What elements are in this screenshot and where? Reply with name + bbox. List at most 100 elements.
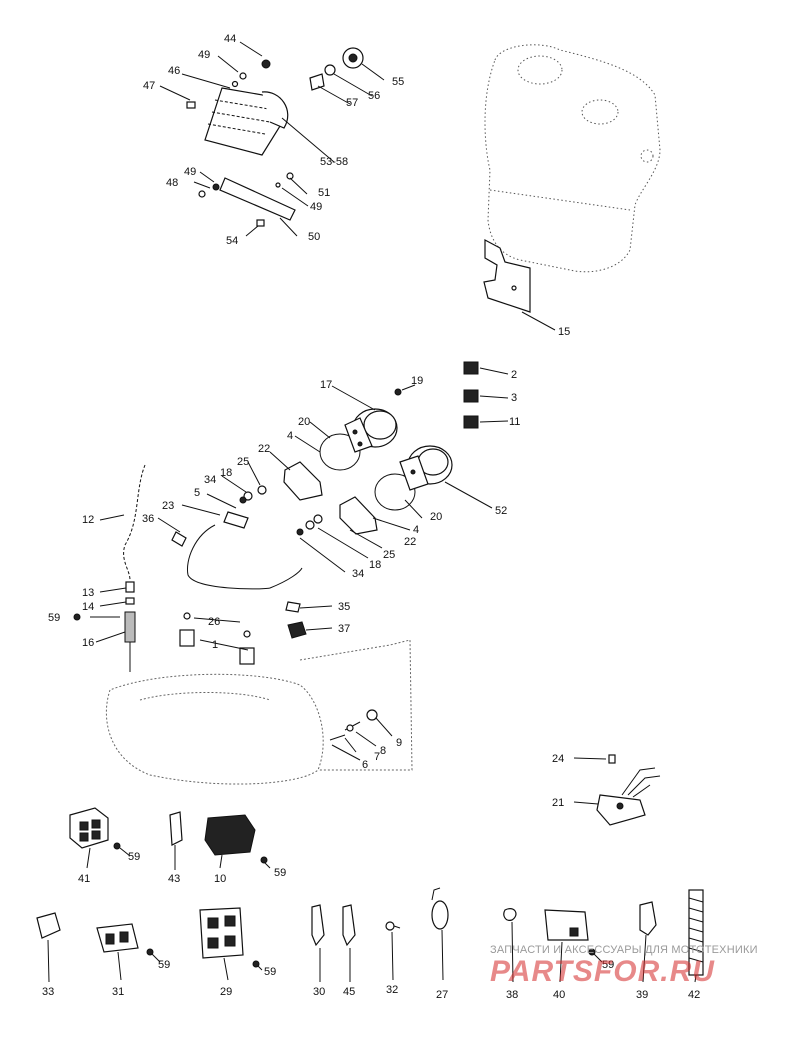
callout-59: 59 <box>264 966 276 978</box>
callout-33: 33 <box>42 986 54 998</box>
callout-35: 35 <box>338 601 350 613</box>
callout-49: 49 <box>184 166 196 178</box>
callout-11: 11 <box>509 416 520 428</box>
callout-20: 20 <box>298 416 310 428</box>
callout-39: 39 <box>636 989 648 1001</box>
connector-31 <box>96 923 154 956</box>
callout-42: 42 <box>688 989 700 1001</box>
terminal-30 <box>311 904 325 947</box>
callout-50: 50 <box>308 231 320 243</box>
callout-5: 5 <box>194 487 200 499</box>
callout-32: 32 <box>386 984 398 996</box>
callout-4: 4 <box>287 430 293 442</box>
callout-37: 37 <box>338 623 350 635</box>
terminal-39 <box>639 901 657 936</box>
callout-55: 55 <box>392 76 404 88</box>
callout-9: 9 <box>396 737 402 749</box>
callout-27: 27 <box>436 989 448 1001</box>
callout-23: 23 <box>162 500 174 512</box>
clip-38 <box>503 908 517 921</box>
callout-17: 17 <box>320 379 332 391</box>
callout-1: 1 <box>212 639 218 651</box>
gauge-upper <box>319 408 398 471</box>
callout-12: 12 <box>82 514 94 526</box>
handlebar-switches <box>179 601 307 665</box>
callout-25: 25 <box>383 549 395 561</box>
connector-10 <box>204 814 268 864</box>
callout-7: 7 <box>374 751 380 763</box>
callout-49: 49 <box>198 49 210 61</box>
callout-labels: 44 49 46 47 55 56 57 53-58 49 48 51 49 5… <box>42 33 700 1001</box>
callout-56: 56 <box>368 90 380 102</box>
callout-46: 46 <box>168 65 180 77</box>
watermark-logo: PARTSFOR.RU <box>490 955 715 988</box>
callout-41: 41 <box>78 873 90 885</box>
callout-49: 49 <box>310 201 322 213</box>
connector-40 <box>544 909 596 956</box>
callout-59: 59 <box>158 959 170 971</box>
watermark-tagline: ЗАПЧАСТИ И АКСЕССУАРЫ ДЛЯ МОТОТЕХНИКИ <box>490 944 758 956</box>
callout-57: 57 <box>346 97 358 109</box>
connector-41 <box>69 807 121 850</box>
oil-tank <box>484 44 661 273</box>
callout-47: 47 <box>143 80 155 92</box>
gauge-brackets <box>239 461 378 536</box>
callout-10: 10 <box>214 873 226 885</box>
callout-34: 34 <box>352 568 364 580</box>
callout-19: 19 <box>411 375 423 387</box>
callout-38: 38 <box>506 989 518 1001</box>
callout-40: 40 <box>553 989 565 1001</box>
speedo-cable <box>171 511 303 590</box>
callout-2: 2 <box>511 369 517 381</box>
callout-51: 51 <box>318 187 330 199</box>
callout-45: 45 <box>343 986 355 998</box>
callout-31: 31 <box>112 986 124 998</box>
callout-25: 25 <box>237 456 249 468</box>
callout-59: 59 <box>128 851 140 863</box>
gauge-lower <box>374 445 453 511</box>
callout-34: 34 <box>204 474 216 486</box>
callout-29: 29 <box>220 986 232 998</box>
oil-tank-bracket <box>483 239 531 313</box>
callout-14: 14 <box>82 601 94 613</box>
terminal-45 <box>342 904 356 947</box>
headlight-bracket <box>198 172 296 227</box>
callout-18: 18 <box>220 467 232 479</box>
callout-59: 59 <box>602 959 614 971</box>
callout-44: 44 <box>224 33 236 45</box>
callout-30: 30 <box>313 986 325 998</box>
callout-15: 15 <box>558 326 570 338</box>
callout-59: 59 <box>274 867 286 879</box>
callout-48: 48 <box>166 177 178 189</box>
callout-36: 36 <box>142 513 154 525</box>
callout-4: 4 <box>413 524 419 536</box>
steering-column-ghost <box>105 639 413 785</box>
callout-43: 43 <box>168 873 180 885</box>
ignition-switch <box>73 464 146 672</box>
callout-6: 6 <box>362 759 368 771</box>
callout-59: 59 <box>48 612 60 624</box>
indicator-lamps <box>394 361 479 429</box>
callout-22: 22 <box>258 443 270 455</box>
callout-22: 22 <box>404 536 416 548</box>
terminal-43 <box>169 811 183 858</box>
callout-13: 13 <box>82 587 94 599</box>
callout-53-58: 53-58 <box>320 156 348 168</box>
callout-18: 18 <box>369 559 381 571</box>
callout-20: 20 <box>430 511 442 523</box>
clip-33 <box>36 912 61 939</box>
leader-lines <box>47 41 697 983</box>
callout-54: 54 <box>226 235 238 247</box>
clamp-27 <box>431 887 449 930</box>
voltage-regulator <box>596 754 661 826</box>
connector-29 <box>199 907 260 968</box>
headlight-assembly <box>186 47 364 156</box>
callout-26: 26 <box>208 616 220 628</box>
callout-3: 3 <box>511 392 517 404</box>
callout-52: 52 <box>495 505 507 517</box>
callout-21: 21 <box>552 797 564 809</box>
callout-8: 8 <box>380 745 386 757</box>
callout-24: 24 <box>552 753 564 765</box>
ring-terminal-32 <box>385 921 401 931</box>
